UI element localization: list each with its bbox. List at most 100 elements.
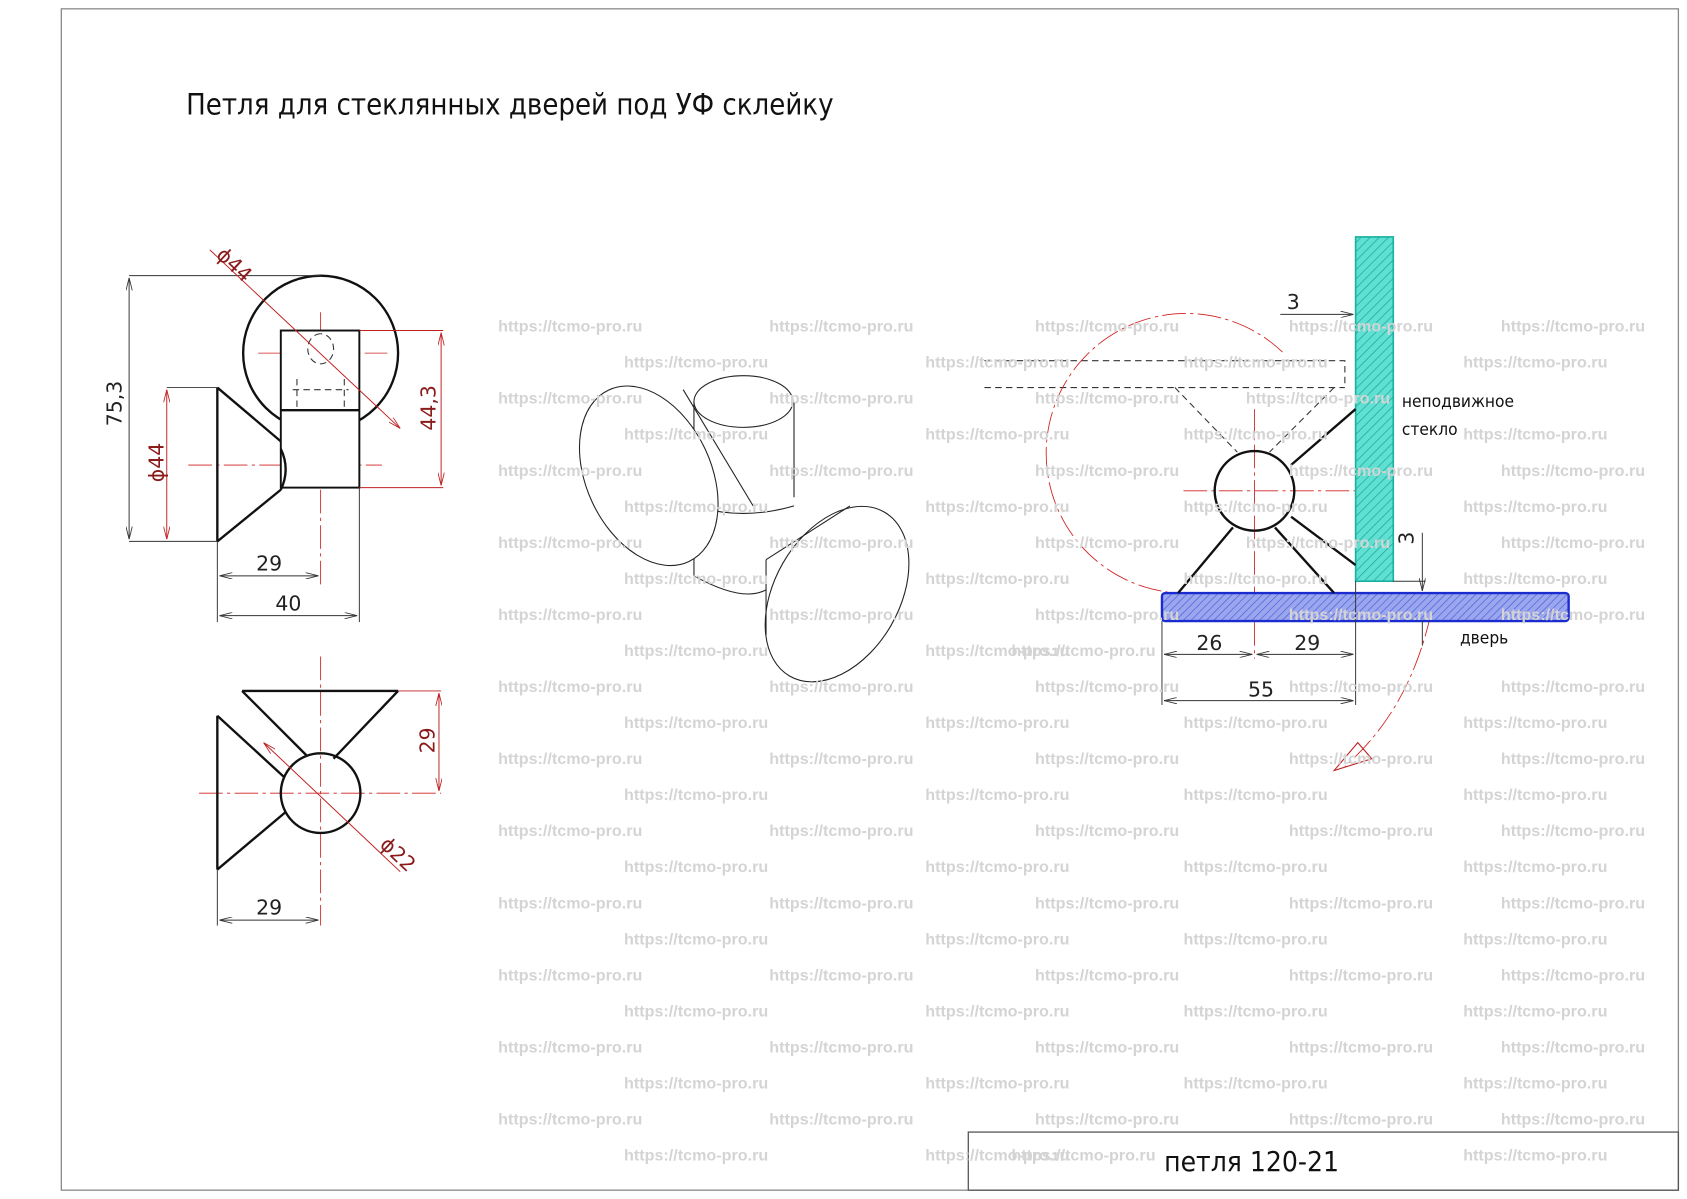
watermark-text: https://tcmo-pro.ru	[1011, 642, 1155, 660]
dim-height-total: 75,3	[103, 381, 127, 427]
watermark-text: https://tcmo-pro.ru	[498, 1038, 642, 1056]
watermark-text: https://tcmo-pro.ru	[1501, 894, 1645, 912]
watermark-text: https://tcmo-pro.ru	[1501, 1038, 1645, 1056]
watermark-text: https://tcmo-pro.ru	[769, 462, 913, 480]
watermark-text: https://tcmo-pro.ru	[1463, 570, 1607, 588]
sheet-frame	[60, 8, 1680, 1191]
watermark-text: https://tcmo-pro.ru	[498, 966, 642, 984]
watermark-text: https://tcmo-pro.ru	[1289, 462, 1433, 480]
watermark-text: https://tcmo-pro.ru	[769, 678, 913, 696]
watermark-text: https://tcmo-pro.ru	[1289, 1038, 1433, 1056]
watermark-text: https://tcmo-pro.ru	[1035, 534, 1179, 552]
watermark-text: https://tcmo-pro.ru	[769, 606, 913, 624]
watermark-text: https://tcmo-pro.ru	[1463, 714, 1607, 732]
watermark-text: https://tcmo-pro.ru	[1463, 1147, 1607, 1165]
watermark-text: https://tcmo-pro.ru	[925, 786, 1069, 804]
watermark-text: https://tcmo-pro.ru	[1035, 894, 1179, 912]
watermark-text: https://tcmo-pro.ru	[1463, 930, 1607, 948]
dim-pin-diameter: ϕ22	[375, 832, 420, 876]
watermark-text: https://tcmo-pro.ru	[769, 390, 913, 408]
watermark-text: https://tcmo-pro.ru	[1183, 714, 1327, 732]
watermark-text: https://tcmo-pro.ru	[1501, 966, 1645, 984]
watermark-text: https://tcmo-pro.ru	[1035, 606, 1179, 624]
dim-gap-side: 3	[1395, 532, 1419, 545]
watermark-text: https://tcmo-pro.ru	[1183, 858, 1327, 876]
bottom-view: 29 ϕ22 29	[199, 656, 441, 926]
watermark-text: https://tcmo-pro.ru	[1183, 354, 1327, 372]
watermark-text: https://tcmo-pro.ru	[1463, 786, 1607, 804]
drawing-title: Петля для стеклянных дверей под УФ склей…	[186, 87, 833, 121]
watermark-text: https://tcmo-pro.ru	[1463, 498, 1607, 516]
watermark-text: https://tcmo-pro.ru	[1463, 1074, 1607, 1092]
watermark-text: https://tcmo-pro.ru	[1463, 858, 1607, 876]
fixed-glass	[1354, 236, 1395, 583]
watermark-text: https://tcmo-pro.ru	[498, 750, 642, 768]
installation-view: 3 3 26 29 55 неподвижное стекло дверь	[984, 236, 1570, 772]
watermark-text: https://tcmo-pro.ru	[1501, 462, 1645, 480]
watermark-text: https://tcmo-pro.ru	[1183, 570, 1327, 588]
watermark-text: https://tcmo-pro.ru	[925, 354, 1069, 372]
watermark-text: https://tcmo-pro.ru	[925, 642, 1069, 660]
watermark-text: https://tcmo-pro.ru	[498, 390, 642, 408]
watermark-text: https://tcmo-pro.ru	[1246, 534, 1390, 552]
watermark-text: https://tcmo-pro.ru	[1035, 390, 1179, 408]
watermark-text: https://tcmo-pro.ru	[769, 318, 913, 336]
watermark-text: https://tcmo-pro.ru	[925, 1002, 1069, 1020]
watermark-text: https://tcmo-pro.ru	[1183, 498, 1327, 516]
watermark-text: https://tcmo-pro.ru	[1463, 426, 1607, 444]
watermark-text: https://tcmo-pro.ru	[498, 462, 642, 480]
watermark-text: https://tcmo-pro.ru	[1289, 606, 1433, 624]
watermark-text: https://tcmo-pro.ru	[624, 930, 768, 948]
watermark-text: https://tcmo-pro.ru	[1035, 750, 1179, 768]
watermark-text: https://tcmo-pro.ru	[1035, 678, 1179, 696]
watermark-text: https://tcmo-pro.ru	[769, 822, 913, 840]
watermark-text: https://tcmo-pro.ru	[624, 1147, 768, 1165]
watermark-text: https://tcmo-pro.ru	[1501, 678, 1645, 696]
watermark-text: https://tcmo-pro.ru	[498, 678, 642, 696]
watermark-text: https://tcmo-pro.ru	[624, 714, 768, 732]
watermark-text: https://tcmo-pro.ru	[1035, 462, 1179, 480]
watermark-text: https://tcmo-pro.ru	[925, 1147, 1069, 1165]
label-fixed-glass-1: неподвижное	[1402, 392, 1514, 412]
watermark-text: https://tcmo-pro.ru	[1183, 930, 1327, 948]
watermark-text: https://tcmo-pro.ru	[624, 498, 768, 516]
dim-cap-diameter: ϕ44	[212, 242, 257, 286]
front-view: 75,3 ϕ44 44,3 ϕ44 29 40	[103, 242, 444, 623]
watermark-text: https://tcmo-pro.ru	[1183, 1002, 1327, 1020]
watermark-text: https://tcmo-pro.ru	[1246, 390, 1390, 408]
watermark-text: https://tcmo-pro.ru	[1501, 606, 1645, 624]
watermark-text: https://tcmo-pro.ru	[1289, 318, 1433, 336]
watermark-text: https://tcmo-pro.ru	[498, 822, 642, 840]
watermark-text: https://tcmo-pro.ru	[925, 858, 1069, 876]
label-door: дверь	[1460, 629, 1508, 649]
watermark-text: https://tcmo-pro.ru	[1501, 1111, 1645, 1129]
watermark-text: https://tcmo-pro.ru	[624, 1074, 768, 1092]
title-block: петля 120-21	[967, 1131, 1680, 1191]
dim-55: 55	[1248, 677, 1274, 701]
watermark-text: https://tcmo-pro.ru	[624, 354, 768, 372]
dim-29: 29	[1294, 631, 1320, 655]
watermark-text: https://tcmo-pro.ru	[498, 534, 642, 552]
dim-gap-top: 3	[1287, 290, 1300, 314]
watermark-text: https://tcmo-pro.ru	[624, 1002, 768, 1020]
watermark-text: https://tcmo-pro.ru	[925, 570, 1069, 588]
watermark-text: https://tcmo-pro.ru	[1289, 1111, 1433, 1129]
watermark-text: https://tcmo-pro.ru	[1035, 822, 1179, 840]
watermark-text: https://tcmo-pro.ru	[1501, 534, 1645, 552]
watermark-text: https://tcmo-pro.ru	[624, 642, 768, 660]
watermark-text: https://tcmo-pro.ru	[1035, 966, 1179, 984]
dim-cone-diameter: ϕ44	[145, 443, 169, 483]
watermark-text: https://tcmo-pro.ru	[925, 1074, 1069, 1092]
watermark-text: https://tcmo-pro.ru	[1501, 750, 1645, 768]
watermark-text: https://tcmo-pro.ru	[1501, 822, 1645, 840]
watermark-text: https://tcmo-pro.ru	[1035, 1111, 1179, 1129]
watermark-text: https://tcmo-pro.ru	[769, 966, 913, 984]
watermark-text: https://tcmo-pro.ru	[498, 1111, 642, 1129]
watermark-text: https://tcmo-pro.ru	[1289, 966, 1433, 984]
watermark-text: https://tcmo-pro.ru	[1035, 318, 1179, 336]
watermark-text: https://tcmo-pro.ru	[1289, 822, 1433, 840]
watermark-text: https://tcmo-pro.ru	[1289, 894, 1433, 912]
watermark-text: https://tcmo-pro.ru	[498, 894, 642, 912]
dim-body-height: 44,3	[417, 385, 441, 431]
